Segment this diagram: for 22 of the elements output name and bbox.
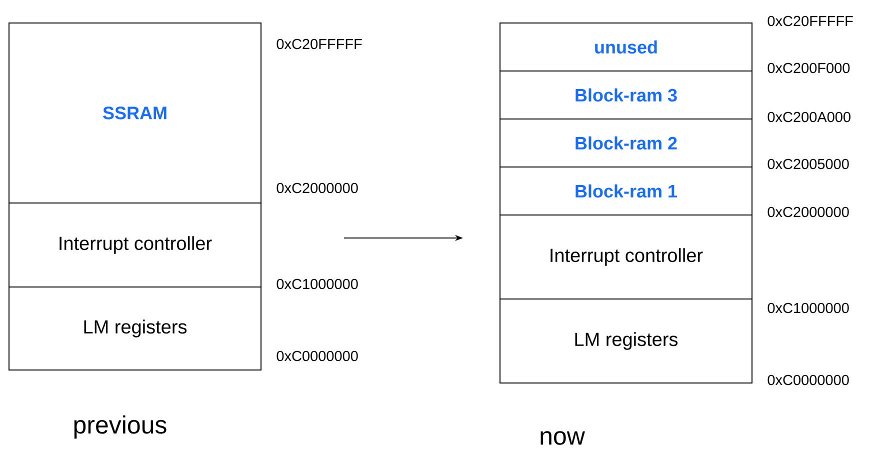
caption: now <box>540 431 585 445</box>
memory-region-box: Interrupt controller <box>500 214 752 300</box>
memory-region-box: LM registers <box>8 286 262 370</box>
address-label: 0xC200A000 <box>768 112 850 122</box>
address-label: 0xC200F000 <box>768 62 850 74</box>
memory-region-box: Block-ram 3 <box>500 70 752 120</box>
memory-region-box: Interrupt controller <box>8 202 262 288</box>
memory-region-box: unused <box>500 22 752 72</box>
memory-region-box: LM registers <box>500 298 752 384</box>
memory-region-box: Block-ram 1 <box>500 166 752 216</box>
address-label: 0xC20FFFFF <box>276 38 362 50</box>
address-label: 0xC1000000 <box>768 302 849 314</box>
address-label: 0xC2000000 <box>276 182 358 194</box>
memory-region-box: SSRAM <box>8 22 262 204</box>
address-label: 0xC0000000 <box>276 350 358 362</box>
address-label: 0xC1000000 <box>276 278 358 290</box>
caption: previous <box>74 415 166 439</box>
address-label: 0xC20FFFFF <box>768 16 853 26</box>
address-label: 0xC2000000 <box>768 206 849 218</box>
memory-region-box: Block-ram 2 <box>500 118 752 168</box>
address-label: 0xC0000000 <box>768 374 849 386</box>
address-label: 0xC2005000 <box>768 158 849 170</box>
